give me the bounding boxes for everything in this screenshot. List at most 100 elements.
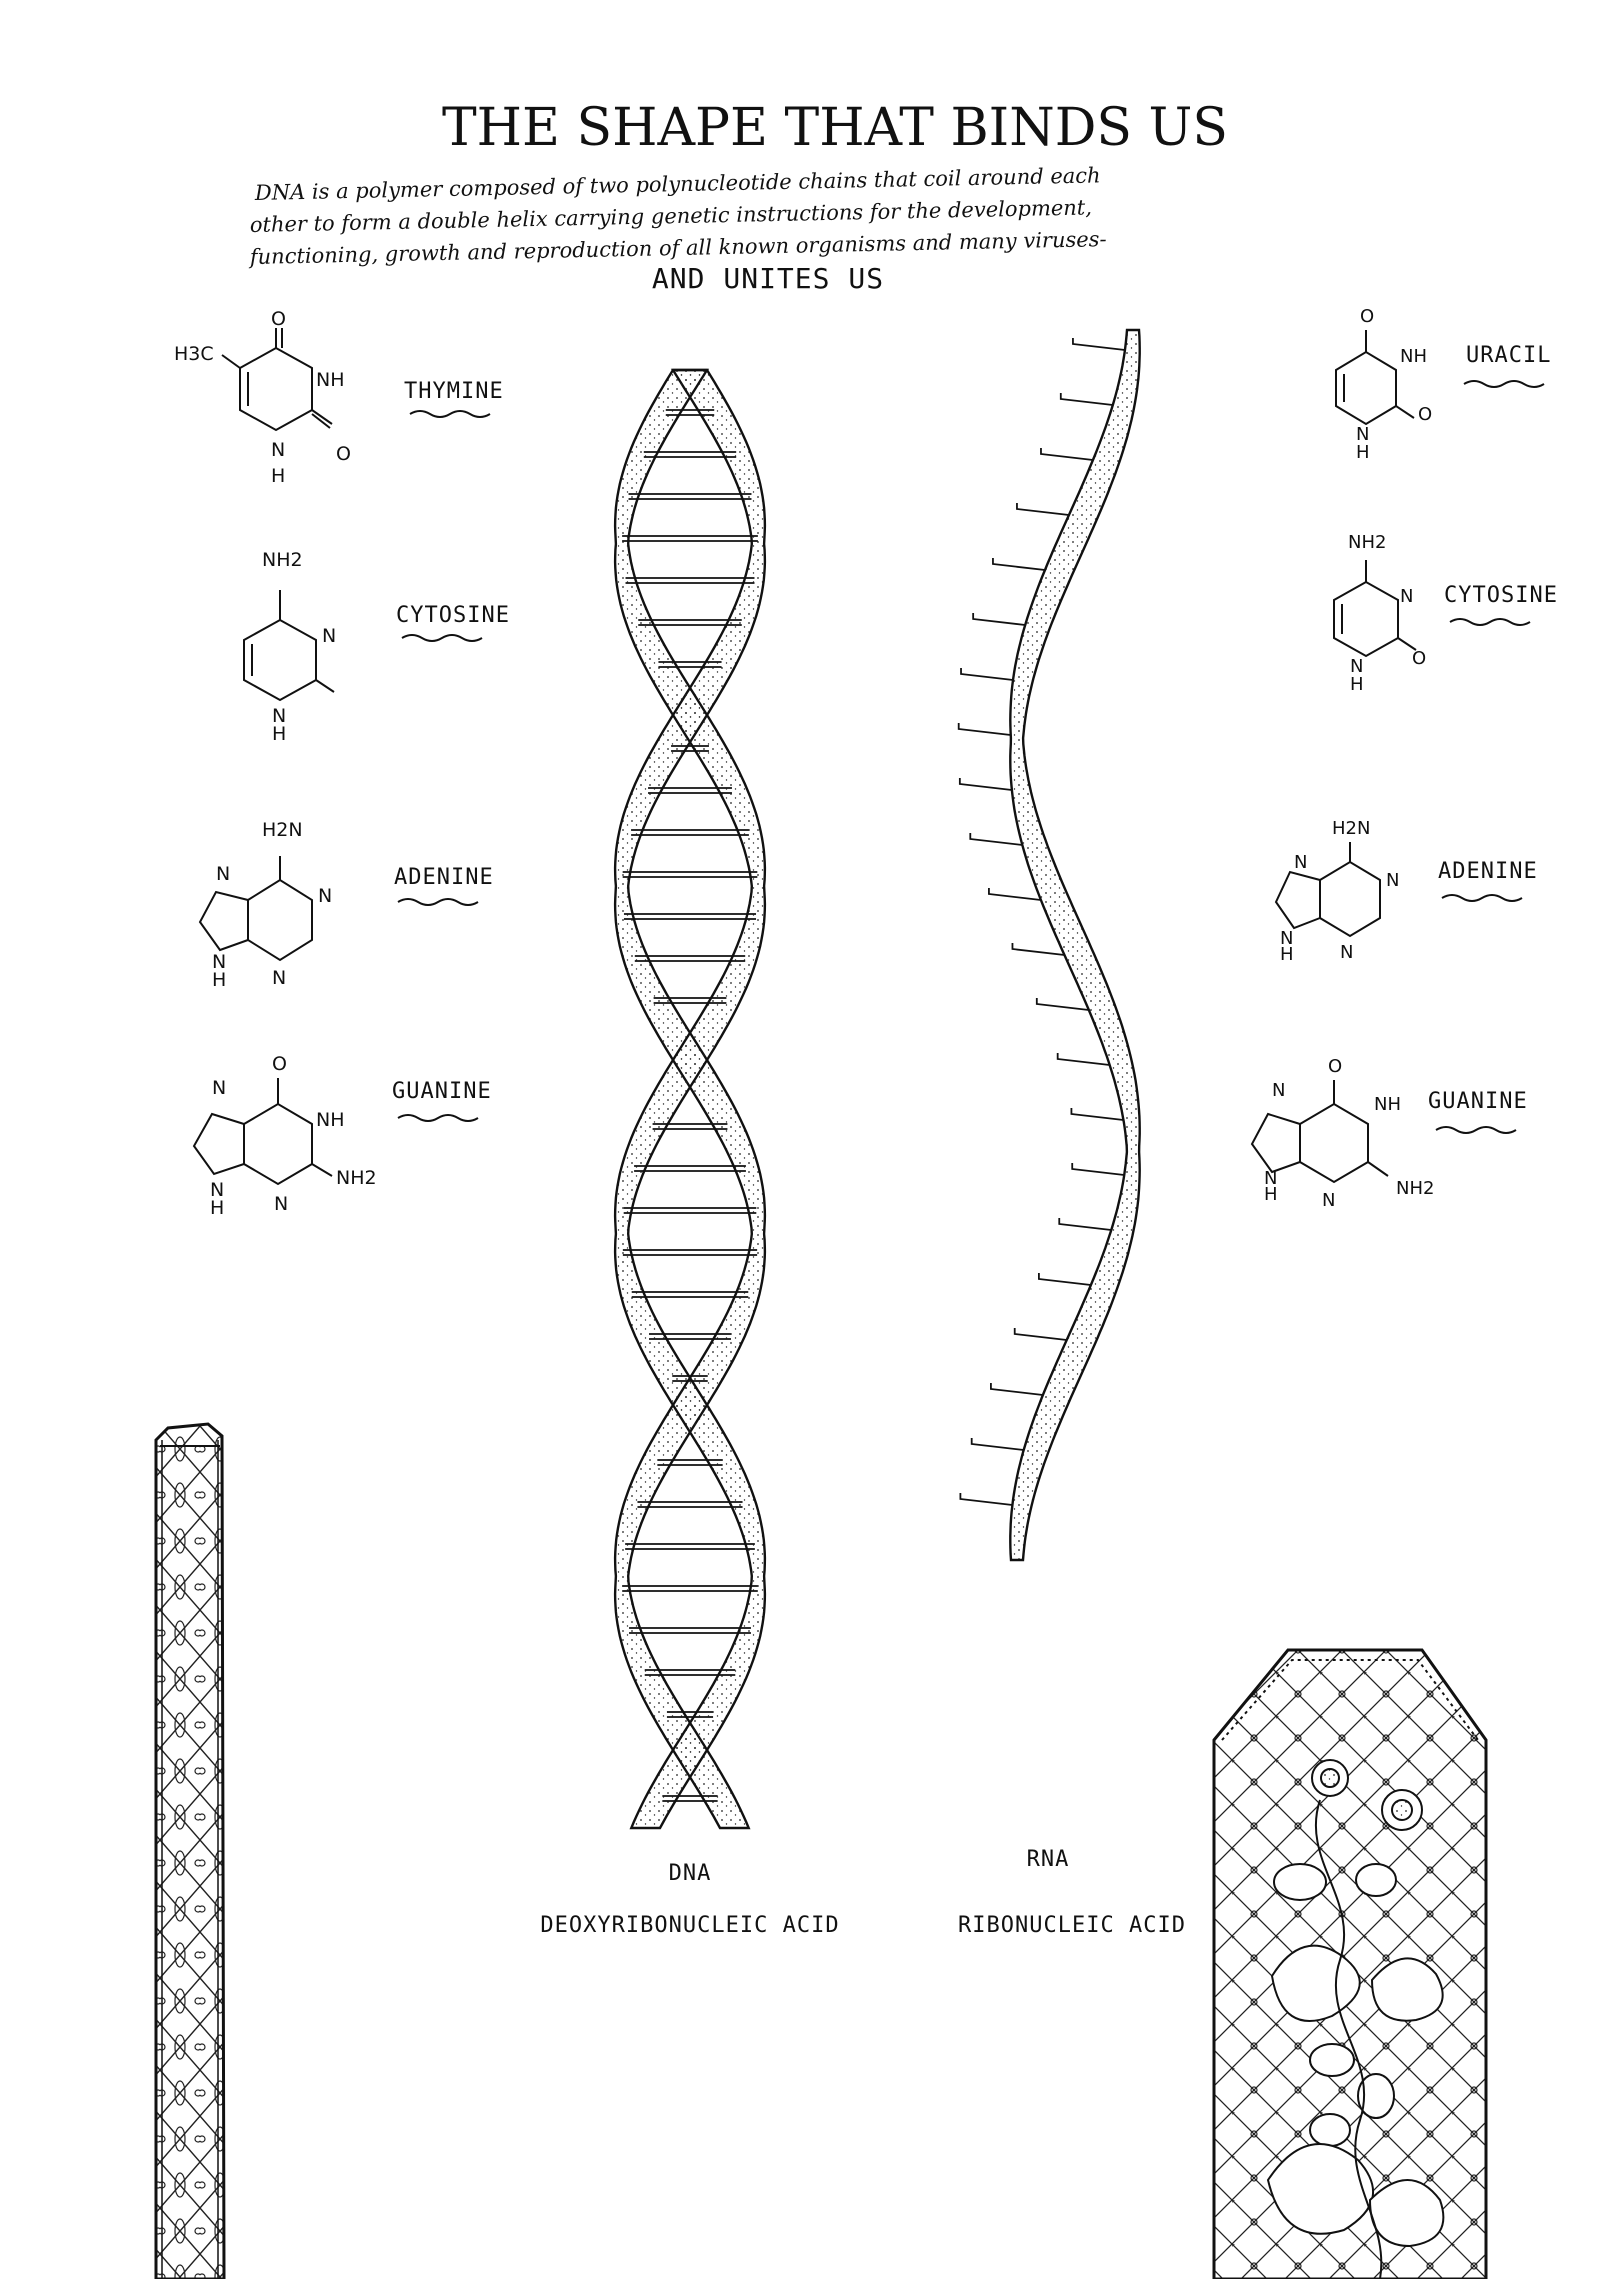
lace-panel-right (1212, 1648, 1488, 2279)
thymine-label-group: THYMINE (404, 379, 504, 404)
rna-base-tick (1072, 338, 1126, 351)
cytosine-right-n: N (1400, 586, 1413, 607)
rna-bases: O NH O N H URACIL NH2 N O N H CYTOSINE (1250, 306, 1558, 1211)
guanine-right-n2: N (1322, 1190, 1335, 1211)
thymine-o-top: O (271, 308, 286, 330)
cytosine-left-squiggle (401, 634, 483, 642)
rna-base-tick (1059, 393, 1113, 406)
rna-base-tick (970, 1438, 1024, 1451)
dna-base-pair (623, 1207, 757, 1214)
rna-base-tick (959, 1493, 1013, 1506)
guanine-left-structure (192, 1078, 333, 1186)
dna-bases: O H3C NH O N H THYMINE NH2 N N H CYTOSIN… (174, 308, 509, 1219)
cytosine-left-nh2: NH2 (262, 549, 303, 571)
dna-caption-long: DEOXYRIBONUCLEIC ACID (540, 1913, 839, 1938)
dna-base-pair (622, 1249, 758, 1256)
guanine-right-nh: NH (1374, 1094, 1401, 1115)
uracil-o-top: O (1360, 306, 1374, 327)
uracil-label: URACIL (1466, 343, 1551, 368)
guanine-right-n3: N (1264, 1168, 1277, 1189)
uracil-h: H (1356, 442, 1370, 463)
rna-base-tick (972, 613, 1026, 626)
guanine-left-n2: N (274, 1193, 288, 1215)
dna-base-pair (625, 1543, 755, 1550)
dna-base-pair (631, 1291, 749, 1298)
rna-base-tick (969, 833, 1023, 846)
cytosine-left-h: H (272, 723, 286, 745)
dna-base-pair (631, 829, 749, 836)
dna-base-pair (634, 955, 746, 962)
rna-base-tick (1011, 943, 1065, 956)
dna-base-pair (629, 1627, 751, 1634)
subtitle: AND UNITES US (652, 262, 884, 295)
uracil-o-right: O (1418, 404, 1432, 425)
adenine-left-h2n: H2N (262, 819, 303, 841)
guanine-left-nh: NH (316, 1109, 345, 1131)
uracil-nh: NH (1400, 346, 1427, 367)
adenine-left-label: ADENINE (394, 865, 494, 890)
cytosine-right-label: CYTOSINE (1444, 583, 1558, 608)
thymine-squiggle (409, 410, 491, 418)
rna-base-tick (1035, 998, 1089, 1011)
adenine-right-n4: N (1280, 928, 1293, 949)
adenine-left-n2: N (318, 885, 332, 907)
rna-base-ticks (957, 338, 1126, 1506)
rna-base-tick (1016, 503, 1070, 516)
cytosine-right-nh2: NH2 (1348, 532, 1386, 553)
dna-caption-short: DNA (669, 1861, 712, 1886)
thymine-label: THYMINE (404, 379, 504, 404)
captions: DNA DEOXYRIBONUCLEIC ACID RNA RIBONUCLEI… (540, 1847, 1185, 1938)
cytosine-right-structure (1333, 560, 1417, 658)
dna-strand-a (613, 368, 767, 1830)
guanine-left-n1: N (212, 1077, 226, 1099)
rna-single-strand (957, 328, 1141, 1562)
guanine-left-n3: N (210, 1179, 224, 1201)
dna-base-pair (634, 1165, 746, 1172)
cytosine-right-h: H (1350, 674, 1364, 695)
cytosine-right-n-bottom: N (1350, 656, 1363, 677)
adenine-left-n1: N (216, 863, 230, 885)
guanine-right-h: H (1264, 1184, 1278, 1205)
dna-base-pair (637, 1501, 743, 1508)
uracil-n: N (1356, 424, 1369, 445)
rna-base-tick (957, 723, 1011, 736)
page-title: THE SHAPE THAT BINDS US (442, 98, 1228, 158)
dna-base-pair (622, 1585, 758, 1592)
adenine-right-n1: N (1294, 852, 1307, 873)
adenine-right-h: H (1280, 944, 1294, 965)
rna-base-tick (1058, 1218, 1112, 1231)
guanine-left-label: GUANINE (392, 1079, 492, 1104)
thymine-h3c: H3C (174, 343, 214, 365)
rna-base-tick (1040, 448, 1094, 461)
rna-base-tick (990, 1383, 1044, 1396)
adenine-left-h: H (212, 969, 226, 991)
rna-base-tick (1038, 1273, 1092, 1286)
cytosine-right-o: O (1412, 648, 1426, 669)
adenine-left-n3: N (272, 967, 286, 989)
guanine-right-structure (1250, 1080, 1389, 1184)
rna-strand (1009, 328, 1141, 1562)
intro-text: DNA is a polymer composed of two polynuc… (248, 163, 1107, 269)
dna-base-pair (622, 871, 758, 878)
guanine-right-nh2: NH2 (1396, 1178, 1434, 1199)
dna-base-pair (622, 535, 758, 542)
guanine-right-o: O (1328, 1056, 1342, 1077)
dna-double-helix (613, 368, 767, 1830)
guanine-right-squiggle (1435, 1126, 1517, 1134)
rna-base-tick (988, 888, 1042, 901)
adenine-left-structure (198, 856, 313, 962)
uracil-squiggle (1463, 380, 1545, 388)
adenine-left-squiggle (397, 898, 479, 906)
dna-base-pair (623, 913, 757, 920)
adenine-left-n4: N (212, 951, 226, 973)
cytosine-left-structure (243, 590, 335, 702)
adenine-right-structure (1274, 842, 1381, 938)
guanine-right-n1: N (1272, 1080, 1285, 1101)
adenine-right-h2n: H2N (1332, 818, 1370, 839)
guanine-left-o: O (272, 1053, 287, 1075)
rna-base-tick (960, 668, 1014, 681)
adenine-right-n2: N (1386, 870, 1399, 891)
cytosine-left-n-bottom: N (272, 705, 286, 727)
thymine-nh: NH (316, 369, 345, 391)
